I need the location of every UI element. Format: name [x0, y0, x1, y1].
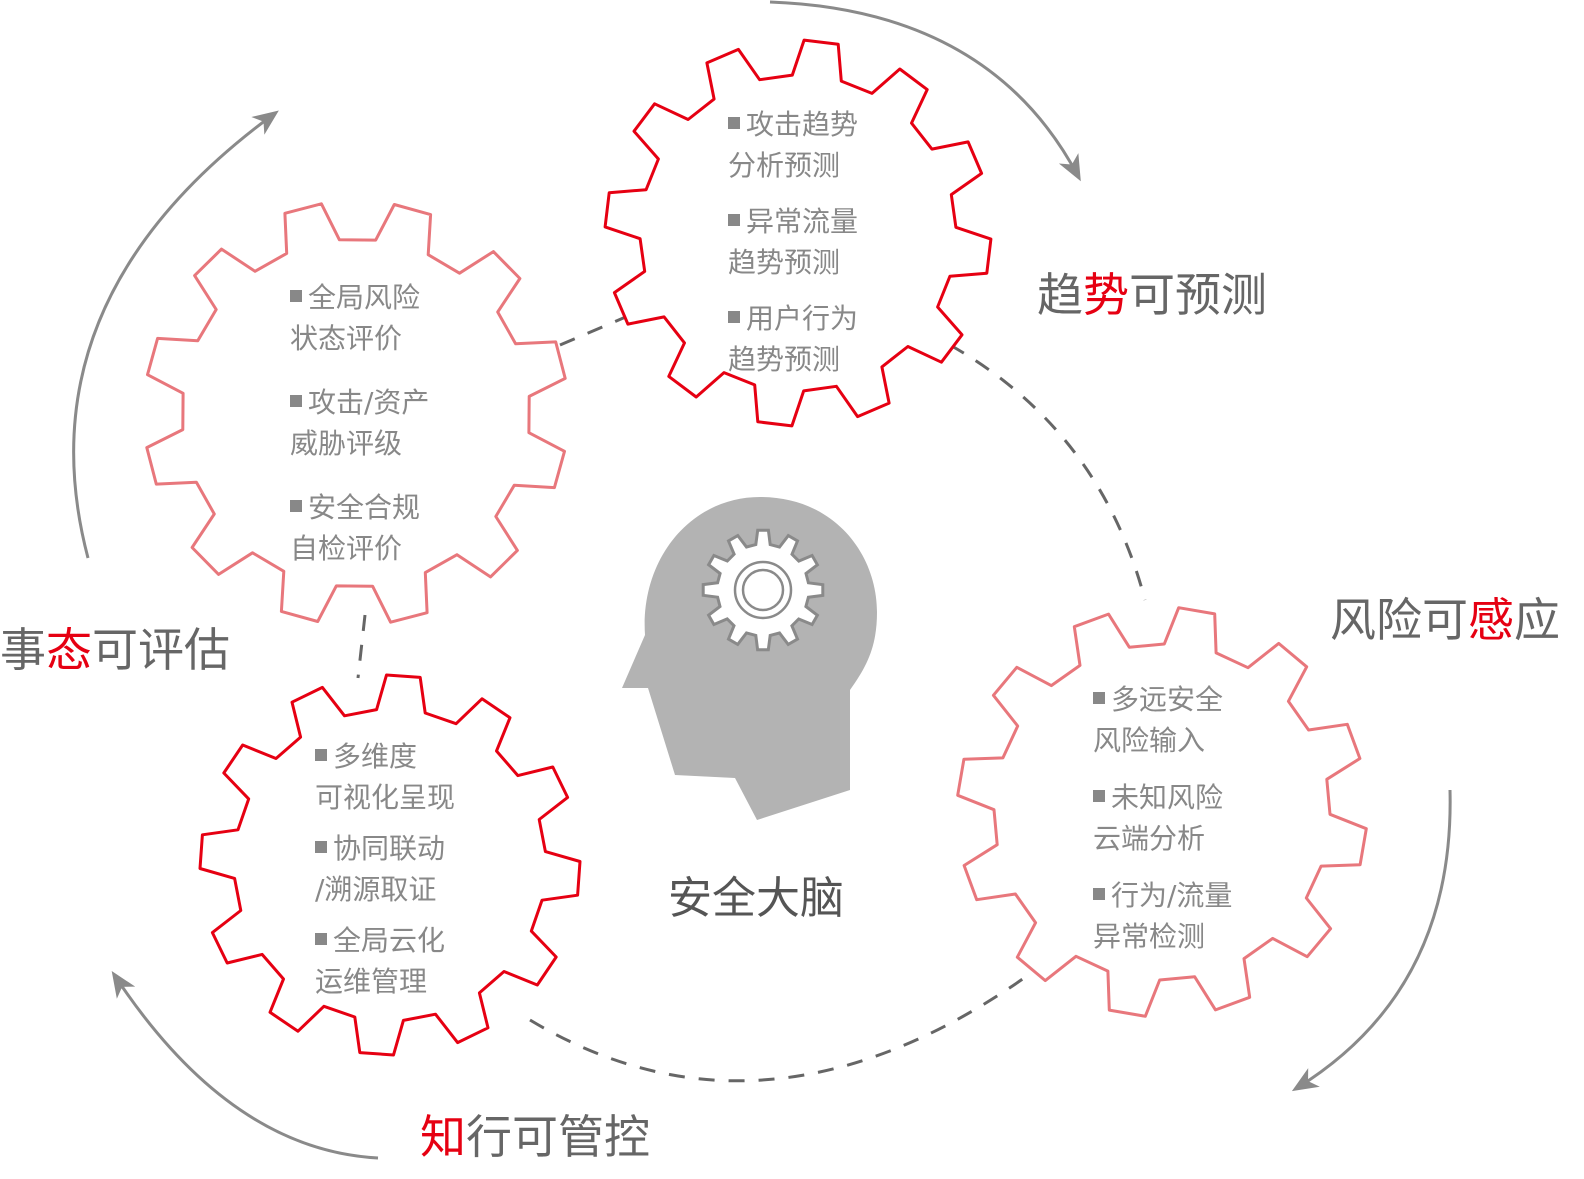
gear-item: 多远安全风险输入	[1093, 679, 1232, 761]
head-gear-icon	[622, 497, 877, 820]
connector-left-bottom	[356, 614, 367, 679]
label-risk-sensible: 风险可感应	[1330, 593, 1560, 647]
label-state-evaluable: 事态可评估	[0, 623, 230, 677]
connector-bottom-right	[529, 948, 1063, 1083]
gear-item: 攻击趋势分析预测	[728, 104, 858, 186]
label-control-manageable: 知行可管控	[420, 1110, 650, 1164]
gear-bottom-text: 多维度可视化呈现 协同联动/溯源取证 全局云化运维管理	[315, 736, 455, 1012]
gear-icon	[701, 528, 825, 652]
gear-item: 未知风险云端分析	[1093, 777, 1232, 859]
center-label: 安全大脑	[668, 873, 844, 924]
gear-top-text: 攻击趋势分析预测 异常流量趋势预测 用户行为趋势预测	[728, 104, 858, 395]
gear-item: 行为/流量异常检测	[1093, 875, 1232, 957]
arrow-right	[1291, 789, 1452, 1092]
arrow-top	[769, 0, 1081, 182]
gear-item: 安全合规自检评价	[290, 487, 429, 569]
connector-top-right	[949, 343, 1147, 601]
gear-item: 全局云化运维管理	[315, 920, 455, 1002]
gear-left-text: 全局风险状态评价 攻击/资产威胁评级 安全合规自检评价	[290, 277, 429, 592]
arrow-left	[72, 110, 279, 559]
gear-item: 全局风险状态评价	[290, 277, 429, 359]
gear-item: 异常流量趋势预测	[728, 201, 858, 283]
gear-item: 用户行为趋势预测	[728, 298, 858, 380]
gear-item: 攻击/资产威胁评级	[290, 382, 429, 464]
gear-item: 协同联动/溯源取证	[315, 828, 455, 910]
gear-right-text: 多远安全风险输入 未知风险云端分析 行为/流量异常检测	[1093, 679, 1232, 973]
gear-item: 多维度可视化呈现	[315, 736, 455, 818]
connector-left-top	[559, 311, 636, 347]
arrow-bottom	[111, 970, 379, 1160]
label-trend-predictable: 趋势可预测	[1037, 268, 1267, 322]
